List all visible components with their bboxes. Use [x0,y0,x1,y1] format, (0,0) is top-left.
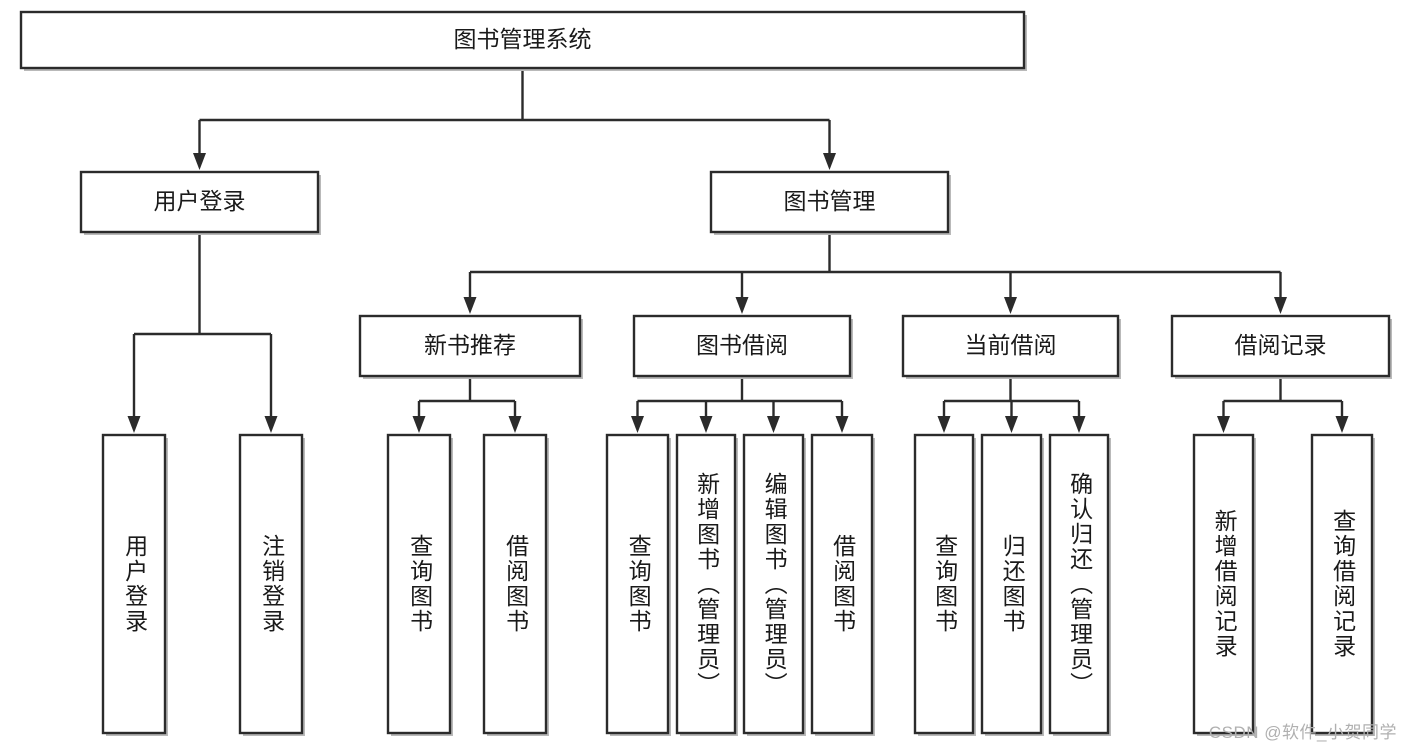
node-leaf-user-login[interactable] [101,433,168,736]
arrow-head-icon [835,416,849,433]
edge-group-book-borrow [631,376,849,433]
arrow-head-icon [463,297,477,314]
edge-group-borrow-record [1217,376,1349,433]
node-label: 新书推荐 [424,332,516,358]
arrow-head-icon [127,416,141,433]
node-user-login[interactable]: 用户登录 [79,170,321,235]
node-label: 图书借阅 [696,332,788,358]
node-leaf-return-book[interactable] [980,433,1044,736]
node-leaf-confirm-return[interactable] [1048,433,1111,736]
node-label: 图书管理系统 [454,26,592,52]
watermark-text: CSDN @软件_小贺同学 [1208,723,1397,742]
node-book-borrow[interactable]: 图书借阅 [632,314,853,379]
arrow-head-icon [1004,297,1017,314]
arrow-head-icon [1005,416,1018,433]
node-book-manage[interactable]: 图书管理 [709,170,951,235]
node-current-borrow[interactable]: 当前借阅 [901,314,1121,379]
node-borrow-record[interactable]: 借阅记录 [1170,314,1392,379]
node-leaf-query-book-3[interactable] [913,433,976,736]
edge-group-book-manage [463,232,1287,314]
node-label: 图书管理 [784,188,876,214]
node-new-book-recommend[interactable]: 新书推荐 [358,314,583,379]
arrow-head-icon [508,416,522,433]
arrow-head-icon [767,416,780,433]
arrow-head-icon [193,153,206,170]
node-leaf-query-record[interactable] [1310,433,1375,736]
arrow-head-icon [699,416,713,433]
arrow-head-icon [823,153,836,170]
node-leaf-borrow-book-2[interactable] [810,433,875,736]
node-leaf-borrow-book-1[interactable] [482,433,549,736]
node-root[interactable]: 图书管理系统 [19,10,1027,71]
node-leaf-edit-book[interactable] [742,433,806,736]
arrow-head-icon [264,416,278,433]
arrow-head-icon [937,416,951,433]
arrow-head-icon [631,416,644,433]
node-label: 当前借阅 [965,332,1057,358]
node-leaf-user-logout[interactable] [238,433,305,736]
node-leaf-query-book-1[interactable] [386,433,453,736]
node-label: 借阅记录 [1235,332,1327,358]
edge-group-current-borrow [937,376,1086,433]
node-leaf-add-record[interactable] [1192,433,1256,736]
edge-group-root [193,68,836,170]
edge-group-user-login [127,232,278,433]
edges-layer [127,68,1349,433]
node-leaf-add-book[interactable] [675,433,738,736]
arrow-head-icon [1335,416,1349,433]
arrow-head-icon [1217,416,1230,433]
node-leaf-query-book-2[interactable] [605,433,671,736]
arrow-head-icon [412,416,426,433]
edge-group-new-book-recommend [412,376,522,433]
arrow-head-icon [1072,416,1086,433]
node-label: 用户登录 [154,188,246,214]
arrow-head-icon [735,297,749,314]
arrow-head-icon [1274,297,1287,314]
